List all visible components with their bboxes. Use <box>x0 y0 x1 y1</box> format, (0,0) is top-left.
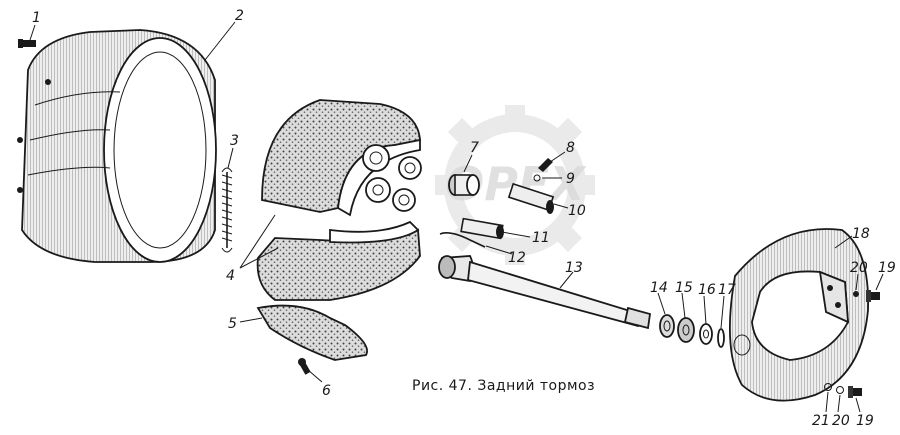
callout-6: 6 <box>322 383 331 399</box>
shaft-washer-16 <box>699 323 713 345</box>
callout-14: 14 <box>650 280 668 296</box>
callout-21: 21 <box>812 413 830 429</box>
return-spring <box>221 167 233 253</box>
anchor-pin <box>507 182 555 214</box>
callout-3: 3 <box>230 133 239 149</box>
callout-12: 12 <box>508 250 526 266</box>
callout-15: 15 <box>675 280 693 296</box>
anchor-pin-bushings <box>362 144 422 212</box>
leader-lines <box>29 21 884 413</box>
adjust-washer <box>533 174 541 182</box>
callout-19-lower: 19 <box>856 413 874 429</box>
plate-bolt-upper <box>866 290 880 302</box>
plate-washer-lower-2 <box>824 383 832 391</box>
callout-7: 7 <box>470 140 479 156</box>
callout-9: 9 <box>566 171 575 187</box>
callout-5: 5 <box>228 316 237 332</box>
callout-2: 2 <box>235 8 244 24</box>
lock-clip <box>439 232 486 248</box>
backing-plate <box>729 228 869 402</box>
callout-16: 16 <box>698 282 716 298</box>
brake-drum <box>17 29 217 263</box>
callout-19-upper: 19 <box>878 260 896 276</box>
callout-8: 8 <box>566 140 575 156</box>
shaft-washer-14 <box>659 314 675 338</box>
drum-screw <box>18 39 36 48</box>
callout-4: 4 <box>226 268 235 284</box>
cam-bushing <box>448 174 480 196</box>
plate-washer-lower <box>836 386 844 394</box>
expander-pin <box>460 217 504 240</box>
callout-20-upper: 20 <box>850 260 868 276</box>
plate-bolt-lower <box>848 386 862 398</box>
callout-1: 1 <box>32 10 41 26</box>
callout-17: 17 <box>718 282 736 298</box>
shaft-washer-17 <box>717 328 725 348</box>
adjust-bolt <box>538 158 553 172</box>
brake-shoe-lower <box>256 220 421 301</box>
callout-18: 18 <box>852 226 870 242</box>
brake-lining <box>256 304 368 361</box>
callout-11: 11 <box>532 230 550 246</box>
callout-10: 10 <box>568 203 586 219</box>
cam-shaft <box>438 255 652 330</box>
figure-caption: Рис. 47. Задний тормоз <box>412 378 595 394</box>
lining-rivet <box>298 358 311 375</box>
plate-washer-upper <box>853 291 859 297</box>
shaft-washer-15 <box>677 317 695 343</box>
callout-20-lower: 20 <box>832 413 850 429</box>
callout-13: 13 <box>565 260 583 276</box>
